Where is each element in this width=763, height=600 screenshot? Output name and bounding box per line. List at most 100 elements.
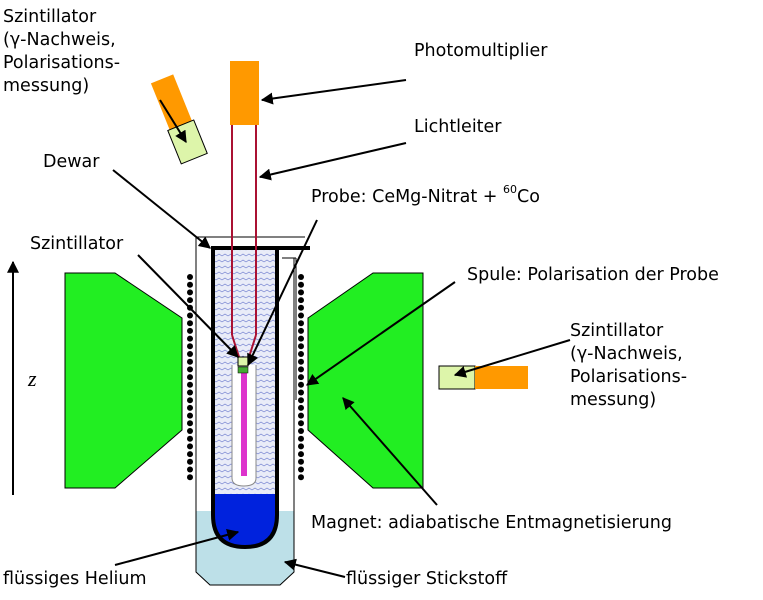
coil-winding-dot <box>187 335 193 342</box>
scintillator-top-left-pm <box>150 74 192 130</box>
coil-winding-dot <box>298 428 304 434</box>
photomultiplier-tube <box>230 61 259 125</box>
coil-winding-dot <box>298 474 304 481</box>
coil-winding-dot <box>187 327 193 334</box>
pointer-scint-right <box>453 339 571 378</box>
label-scint-right-line4: messung) <box>570 390 657 410</box>
coil-winding-dot <box>187 381 193 388</box>
outer-dewar-wall <box>195 237 295 586</box>
label-dewar: Dewar <box>43 152 100 172</box>
coil-winding-dot <box>187 358 193 365</box>
coil-winding-dot <box>298 381 304 388</box>
coil-winding-dot <box>187 451 193 458</box>
coil-winding-dot <box>187 289 193 296</box>
coil-winding-dot <box>298 397 304 404</box>
coil-winding-dot <box>298 389 304 396</box>
label-lichtleiter: Lichtleiter <box>414 117 502 137</box>
pointer-lichtleiter <box>258 142 407 181</box>
label-probe-isotope-symbol: Co <box>517 187 540 207</box>
coil-winding-dot <box>298 374 304 381</box>
coil-winding-dot <box>298 404 304 411</box>
coil-winding-dot <box>298 351 304 357</box>
coil-winding-dot <box>298 320 304 327</box>
coil-winding-dot <box>298 435 304 442</box>
scintillator-top-left <box>150 74 208 165</box>
label-scint-right: Szintillator (γ-Nachweis, Polarisations-… <box>570 320 687 412</box>
coil-winding-dot <box>187 374 193 381</box>
coil-winding-dot <box>187 297 193 304</box>
pointer-szintillator <box>137 254 239 358</box>
coil-winding-dot <box>187 443 193 450</box>
coil-winding-dot <box>187 404 193 411</box>
coil-winding-dot <box>187 397 193 404</box>
scintillator-right-pm <box>475 366 528 389</box>
label-probe-prefix: Probe: CeMg-Nitrat + <box>311 187 503 207</box>
coil-winding-dot <box>187 428 193 434</box>
coil-winding-dot <box>187 435 193 442</box>
coil-winding-dot <box>298 304 304 311</box>
coil-winding-dot <box>187 420 193 427</box>
label-scint-top: Szintillator (γ-Nachweis, Polarisations-… <box>3 6 120 98</box>
coil-winding-dot <box>187 320 193 327</box>
magnet-right-pole <box>307 272 424 489</box>
coil-winding-dot <box>187 389 193 396</box>
coil-winding-dot <box>298 297 304 304</box>
coil-winding-dot <box>298 327 304 334</box>
label-magnet: Magnet: adiabatische Entmagnetisierung <box>311 513 672 533</box>
coil-winding-dot <box>298 335 304 342</box>
label-photomultiplier: Photomultiplier <box>414 41 548 61</box>
coil-windings-right <box>298 274 304 481</box>
label-szintillator-inner: Szintillator <box>30 234 124 254</box>
pointer-spule <box>306 281 456 386</box>
coil-winding-dot <box>187 412 193 419</box>
coil-winding-dot <box>187 274 193 280</box>
coil-winding-dot <box>298 466 304 473</box>
coil-winding-dot <box>187 312 193 319</box>
label-probe: Probe: CeMg-Nitrat + 60Co <box>311 183 540 209</box>
coil-winding-dot <box>187 281 193 288</box>
coil-winding-dot <box>298 458 304 465</box>
coil-winding-dot <box>187 343 193 350</box>
coil-winding-dot <box>187 474 193 481</box>
coil-winding-dot <box>298 312 304 319</box>
label-stickstoff: flüssiger Stickstoff <box>346 569 508 589</box>
label-scint-top-line4: messung) <box>3 76 90 96</box>
pointer-dewar <box>112 169 211 249</box>
coil-winding-dot <box>187 458 193 465</box>
label-scint-right-line2: (γ-Nachweis, <box>570 344 683 364</box>
coil-winding-dot <box>298 420 304 427</box>
coil-winding-dot <box>298 343 304 350</box>
pointer-helium <box>114 529 240 566</box>
coil-winding-dot <box>187 466 193 473</box>
label-scint-top-line2: (γ-Nachweis, <box>3 30 116 50</box>
coil-winding-dot <box>298 281 304 288</box>
coil-winding-dot <box>187 351 193 357</box>
coil-winding-dot <box>298 274 304 280</box>
label-z-axis: z <box>28 366 37 391</box>
coil-former <box>282 257 297 400</box>
label-scint-top-line3: Polarisations- <box>3 53 121 73</box>
sample-rod <box>241 372 247 476</box>
coil-winding-dot <box>187 366 193 373</box>
coil-winding-dot <box>298 366 304 373</box>
pointer-scint-top <box>159 99 187 144</box>
pointer-photomultiplier <box>260 79 407 105</box>
label-scint-right-line1: Szintillator <box>570 321 664 341</box>
label-scint-top-line1: Szintillator <box>3 7 97 27</box>
label-helium: flüssiges Helium <box>3 569 147 589</box>
pointer-stickstoff <box>283 558 346 578</box>
coil-winding-dot <box>298 358 304 365</box>
inner-scintillator <box>237 356 249 367</box>
sample-crystal <box>237 366 249 374</box>
coil-winding-dot <box>298 412 304 419</box>
label-spule: Spule: Polarisation der Probe <box>467 265 719 285</box>
coil-winding-dot <box>298 443 304 450</box>
coil-winding-dot <box>298 289 304 296</box>
inner-dewar-wall <box>211 250 279 550</box>
label-scint-right-line3: Polarisations- <box>570 367 688 387</box>
magnet-left-pole <box>64 272 183 489</box>
label-probe-isotope-mass: 60 <box>503 183 517 197</box>
scintillator-right-crystal <box>438 365 476 390</box>
